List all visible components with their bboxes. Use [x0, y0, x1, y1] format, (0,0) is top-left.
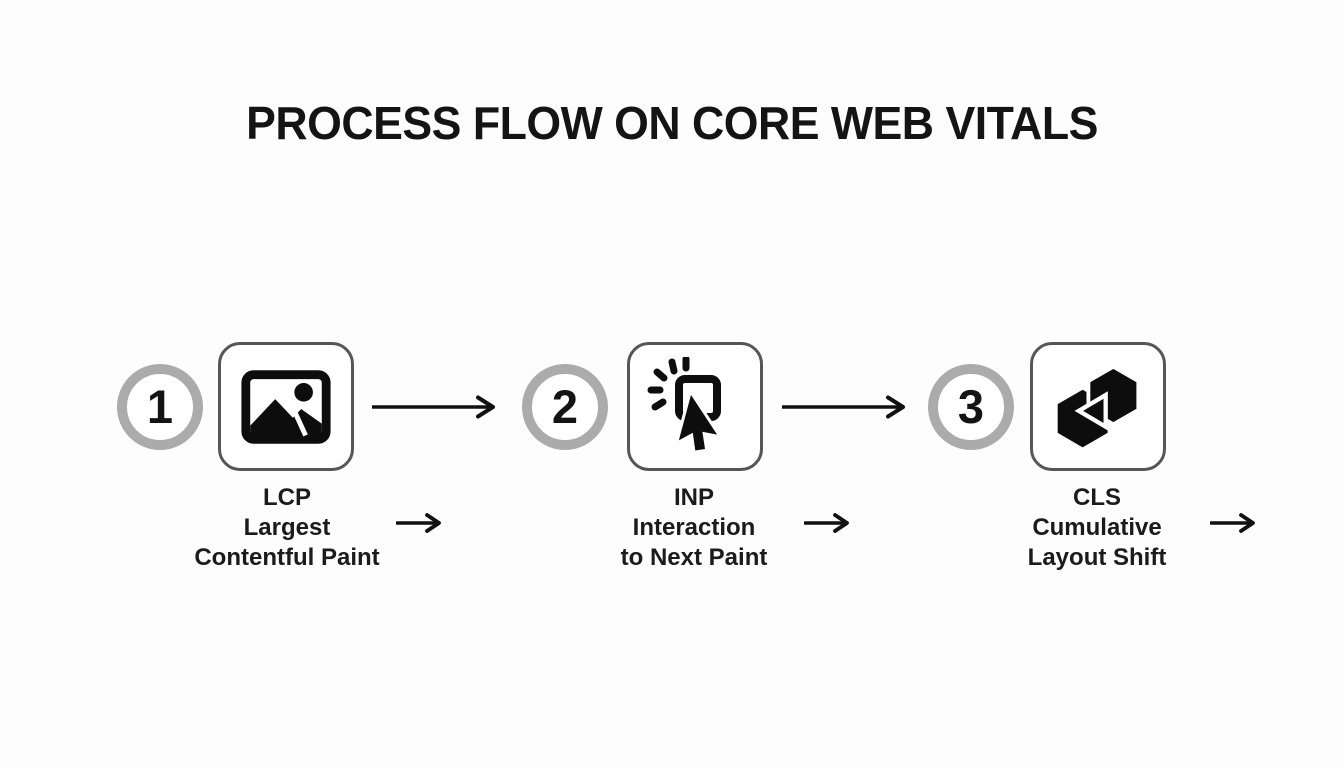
- step-1-number-badge: 1: [117, 364, 203, 450]
- step-1-name-line1: Largest: [243, 514, 331, 541]
- step-1-name-line2: Contentful Paint: [194, 544, 380, 571]
- step-1-number: 1: [146, 379, 174, 433]
- step-1-acronym: LCP: [263, 484, 311, 511]
- step-3-number: 3: [957, 379, 985, 433]
- step-2-label: INP Interaction to Next Paint: [564, 483, 824, 573]
- click-pointer-icon: [647, 356, 721, 453]
- step-2-name-line1: Interaction: [632, 514, 756, 541]
- layout-shift-icon: [1057, 363, 1141, 447]
- step-2-acronym: INP: [673, 484, 714, 511]
- step-2-number-badge: 2: [522, 364, 608, 450]
- step-3-icon-box: [1030, 342, 1166, 471]
- image-icon: [241, 369, 331, 444]
- step-2-name-line2: to Next Paint: [620, 544, 768, 571]
- flow-arrow-2-icon: [782, 395, 905, 419]
- step-2-icon-box: [627, 342, 763, 471]
- step-3-acronym: CLS: [1073, 484, 1121, 511]
- step-1-icon-box: [218, 342, 354, 471]
- page-title: PROCESS FLOW ON CORE WEB VITALS: [246, 97, 1098, 149]
- label-arrow-2-icon: [804, 513, 849, 533]
- step-3-label: CLS Cumulative Layout Shift: [967, 483, 1227, 573]
- step-3-name-line2: Layout Shift: [1027, 544, 1167, 571]
- label-arrow-3-icon: [1210, 513, 1255, 533]
- step-3-number-badge: 3: [928, 364, 1014, 450]
- step-1-label: LCP Largest Contentful Paint: [157, 483, 417, 573]
- step-2-number: 2: [551, 379, 579, 433]
- label-arrow-1-icon: [396, 513, 441, 533]
- flow-arrow-1-icon: [372, 395, 495, 419]
- step-3-name-line1: Cumulative: [1032, 514, 1162, 541]
